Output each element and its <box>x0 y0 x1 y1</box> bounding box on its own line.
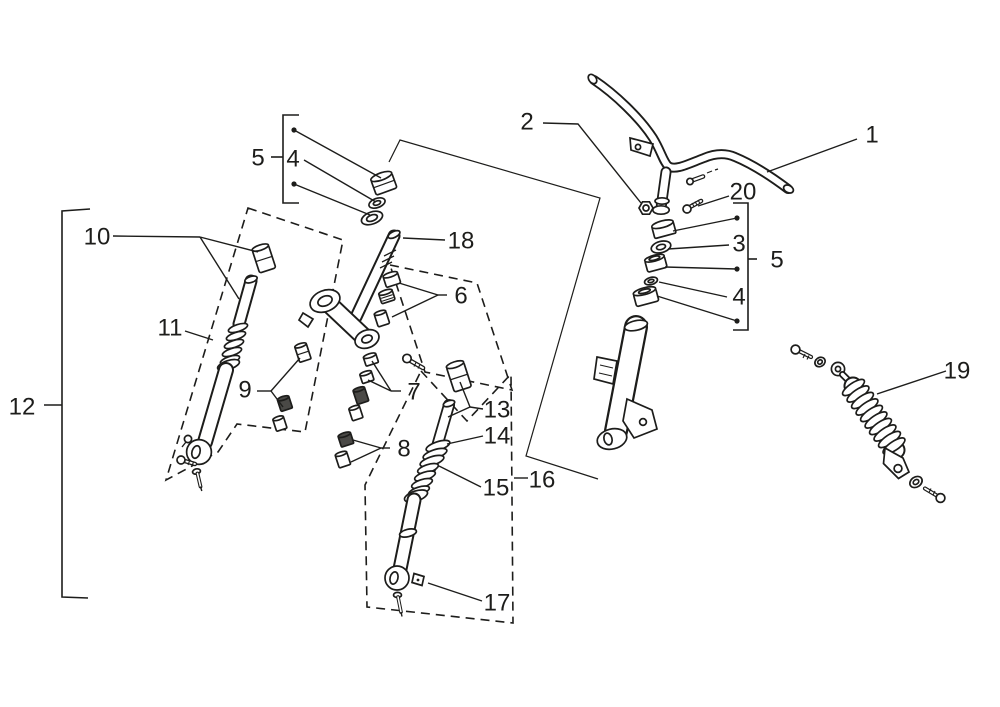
leader-part-14 <box>446 435 484 445</box>
leader-part-4 <box>303 159 377 203</box>
leader-fork-8-0 <box>352 439 382 449</box>
bearing-cone-lower <box>632 285 660 308</box>
leader-dot-0 <box>291 127 297 133</box>
top-bush <box>445 359 472 393</box>
leader-dot-4 <box>734 318 740 324</box>
dashed-box-middle-parts-group <box>388 263 514 392</box>
bracket-group-12 <box>61 208 91 599</box>
leader-part-2 <box>542 122 642 204</box>
leader-dot-3 <box>734 266 740 272</box>
callout-part-4: 4 <box>732 284 745 311</box>
lower-yoke-drawing <box>297 288 380 350</box>
flat-ring <box>360 210 384 226</box>
steering-bearing-stack-right <box>632 219 677 308</box>
callout-part-14: 14 <box>484 423 511 450</box>
top-bush <box>251 243 277 274</box>
leader-fork-6-1 <box>391 294 439 318</box>
bracket-group-5-right <box>733 202 749 331</box>
spring-set-6-drawing <box>373 270 402 328</box>
yoke-pinch-screw-drawing <box>401 353 426 371</box>
leader-part-20 <box>697 195 730 207</box>
dashed-box-left-fork-leg-group <box>164 206 344 482</box>
fork-stem-tube-drawing <box>349 229 401 324</box>
leader-part-19 <box>876 370 947 395</box>
bush-set-8-drawing <box>334 431 355 469</box>
leader-fork-7-0 <box>371 360 392 392</box>
callout-part-11: 11 <box>158 315 183 342</box>
grouping-boxes-layer <box>164 139 601 624</box>
bush-set-9-drawing <box>272 341 312 432</box>
callout-part-15: 15 <box>483 475 510 502</box>
bracket-group-5-left <box>282 114 299 204</box>
callout-part-10: 10 <box>84 224 111 251</box>
leader-dot-1 <box>291 181 297 187</box>
callout-part-5: 5 <box>251 145 264 172</box>
leader-fork-7-1 <box>367 379 392 392</box>
leader-part-18 <box>402 237 446 241</box>
leader-fork-10-0 <box>199 236 259 253</box>
handlebar-left-end <box>587 73 598 85</box>
leader-part-4 <box>658 281 728 298</box>
stem-nut-drawing <box>638 200 654 216</box>
steering-bearing-stack-left <box>360 170 398 226</box>
callout-part-5: 5 <box>770 247 783 274</box>
ring-nut-cap <box>370 170 398 196</box>
callout-part-7: 7 <box>407 379 420 406</box>
callout-part-4: 4 <box>286 146 299 173</box>
leader-part-13 <box>469 406 484 410</box>
bearing-cone-upper <box>643 253 668 273</box>
leader-fork-8-1 <box>350 447 382 463</box>
leader-part-11 <box>184 330 214 341</box>
dust-seal-ring <box>650 240 672 254</box>
callout-part-9: 9 <box>238 377 251 404</box>
handlebar-right-end <box>782 184 795 194</box>
dot-leader-3 <box>664 266 738 270</box>
leader-fork-13-0 <box>459 381 471 408</box>
callout-part-13: 13 <box>484 397 511 424</box>
callout-part-3: 3 <box>732 231 745 258</box>
leader-part-3 <box>667 244 730 250</box>
clamp-screw-drawing <box>682 198 704 214</box>
leader-part-17 <box>427 582 483 602</box>
parts-artwork-layer <box>176 73 946 617</box>
callout-part-1: 1 <box>865 122 878 149</box>
ring-nut-upper <box>650 219 677 240</box>
steering-column-drawing <box>593 315 659 451</box>
leader-fork-9-1 <box>270 390 284 408</box>
spring-set-7-drawing <box>348 352 380 422</box>
leader-fork-10-1 <box>199 236 240 300</box>
group-divider-line <box>388 139 601 480</box>
leader-fork-6-0 <box>398 282 439 296</box>
callout-part-17: 17 <box>484 590 511 617</box>
dot-leader-4 <box>656 295 738 322</box>
callout-part-19: 19 <box>944 358 971 385</box>
callout-part-8: 8 <box>397 436 410 463</box>
handlebar-drawing <box>587 73 795 216</box>
callout-part-2: 2 <box>520 109 533 136</box>
leader-fork-9-0 <box>270 357 301 392</box>
right-fork-leg-drawing <box>384 359 472 617</box>
callout-part-6: 6 <box>454 283 467 310</box>
dashed-box-bottom-fork-leg-group <box>364 369 514 624</box>
dot-leader-0 <box>293 129 382 179</box>
callout-part-16: 16 <box>529 467 556 494</box>
leader-part-15 <box>438 465 482 488</box>
dot-leader-1 <box>293 183 371 216</box>
shock-absorber-drawing <box>790 344 946 504</box>
callout-part-18: 18 <box>448 228 475 255</box>
handlebar-lug <box>629 136 655 158</box>
o-ring <box>643 276 659 286</box>
left-fork-leg-drawing <box>176 243 277 492</box>
dot-leader-2 <box>672 217 738 232</box>
leader-dot-2 <box>734 215 740 221</box>
callout-part-20: 20 <box>730 179 757 206</box>
leader-part-10 <box>112 235 201 238</box>
leader-fork-13-1 <box>447 406 471 418</box>
callout-part-12: 12 <box>9 394 36 421</box>
leader-part-1 <box>766 138 858 173</box>
